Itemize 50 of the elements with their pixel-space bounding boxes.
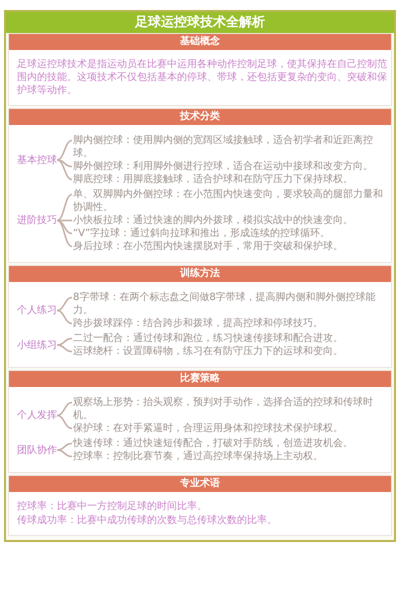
topic-label: 基本控球 [17,154,57,166]
subtopic-text: 观察场上形势：抬头观察，预判对手动作，选择合适的控球和传球时机。 [73,396,387,422]
subtopic-text: 跨步拨球踩停：结合跨步和拨球，提高控球和停球技巧。 [73,317,323,330]
topic-label: 个人发挥 [17,409,57,422]
section-header: 基础概念 [9,34,391,50]
section-header: 训练方法 [9,266,391,282]
subtopic-text: 二过一配合：通过传球和跑位，练习快速传接球和配合进攻。 [73,332,343,345]
section-panel [8,108,392,263]
title-bar: 足球运控球技术全解析 [6,12,394,33]
section-header: 专业术语 [9,476,391,492]
subtopic-text: 运球绕杆：设置障碍物，练习在有防守压力下的运球和变向。 [73,345,343,358]
topic-label: 进阶技巧 [17,214,57,227]
connector-line [56,220,72,234]
topic-label: 小组练习 [17,338,57,352]
connector-line [57,220,72,222]
section-header: 比赛策略 [9,371,391,387]
connector-line [56,402,72,416]
section-panel [8,370,392,473]
subtopic-text: 脚内侧控球：使用脚内侧的宽阔区域接触球，适合初学者和近距离控球。 [73,134,387,160]
connector-line [56,159,72,180]
topic-label: 个人练习 [17,304,57,317]
connector-line [56,140,72,161]
section-panel [8,265,392,368]
subtopic-text: 身后拉球：在小范围内快速摆脱对手，常用于突破和保护球。 [73,240,343,253]
connector-line [56,296,72,312]
paragraph-text: 传球成功率：比赛中成功传球的次数与总传球次数的比率。 [17,514,277,527]
connector-line [56,220,72,248]
section-panel [8,475,392,536]
connector-line [56,344,72,352]
section-header: 技术分类 [9,109,391,125]
subtopic-text: 快速传球：通过快速短传配合，打破对手防线，创造进攻机会。 [73,437,353,450]
subtopic-text: 脚底控球：用脚底接触球，适合护球和在防守压力下保持球权。 [73,173,353,186]
subtopic-text: 控球率：控制比赛节奏，通过高控球率保持场上主动权。 [73,450,323,463]
connector-line [56,449,72,458]
connector-line [56,310,72,324]
subtopic-text: 8字带球：在两个标志盘之间做8字带球，提高脚内侧和脚外侧控球能力。 [73,291,387,317]
connector-line [56,338,72,346]
topic-label: 团队协作 [17,444,57,456]
connector-line [56,414,72,430]
section-panel [8,33,392,106]
subtopic-text: 保护球：在对手紧逼时，合理运用身体和控球技术保护球权。 [73,422,343,435]
connector-line [56,159,72,168]
subtopic-text: “V”字拉球：通过斜向拉球和推出，形成连续的控球循环。 [73,227,330,240]
paragraph-text: 控球率：比赛中一方控制足球的时间比率。 [17,500,207,513]
paragraph-text: 足球运控球技术是指运动员在比赛中运用各种动作控制足球，使其保持在自己控制范围内的技能。这项技术不仅包括基本的停球、带球，还包括更复杂的变向、突破和保护球等动作。 [17,58,387,97]
subtopic-text: 小快板拉球：通过快速的脚内外拨球，模拟实战中的快速变向。 [73,214,353,227]
subtopic-text: 单、双脚脚内外侧控球：在小范围内快速变向，要求较高的腿部力量和协调性。 [73,188,387,214]
subtopic-text: 脚外侧控球：利用脚外侧进行控球，适合在运动中接球和改变方向。 [73,160,373,173]
connector-line [56,442,72,451]
connector-line [56,194,72,222]
